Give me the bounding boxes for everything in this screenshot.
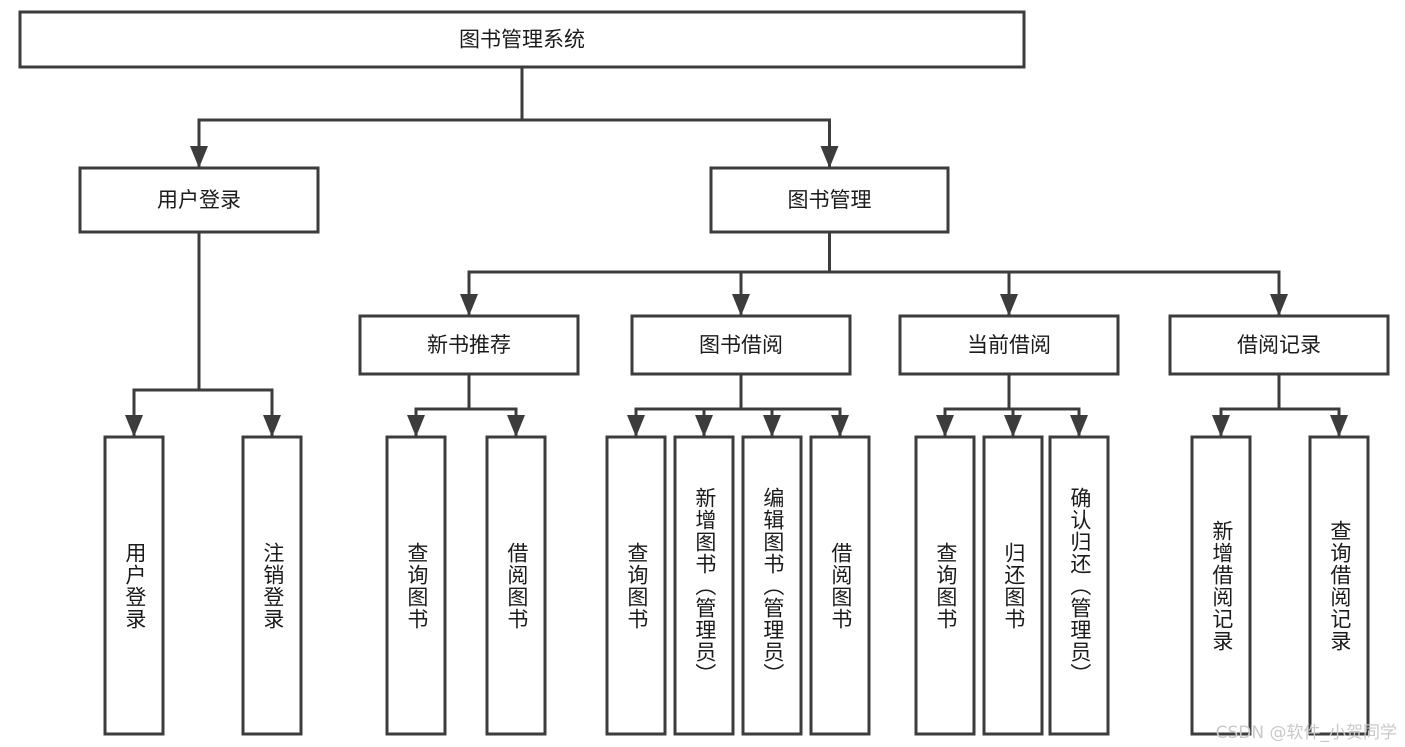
leaf-node-8[interactable] — [914, 435, 976, 736]
arrow-head — [190, 146, 208, 168]
leaf-node-0[interactable] — [103, 435, 165, 736]
leaf-node-6[interactable] — [741, 435, 803, 736]
root-node-label: 图书管理系统 — [459, 28, 585, 52]
arrow-head — [125, 415, 143, 437]
level3-node-label-1: 图书借阅 — [699, 333, 783, 357]
leaf-node-3-rect — [485, 435, 547, 736]
arrow-head — [831, 415, 849, 437]
arrow-head — [763, 415, 781, 437]
arrow-head — [460, 294, 478, 316]
level3-node-0[interactable]: 新书推荐 — [358, 314, 580, 376]
leaf-node-5[interactable] — [673, 435, 735, 736]
arrow-head — [732, 294, 750, 316]
level2-node-label-0: 用户登录 — [157, 188, 241, 212]
level3-node-3[interactable]: 借阅记录 — [1168, 314, 1390, 376]
level3-node-3-rect — [1168, 314, 1390, 376]
root-node[interactable]: 图书管理系统 — [18, 10, 1026, 69]
leaf-node-11[interactable] — [1190, 435, 1252, 736]
leaf-node-10[interactable] — [1048, 435, 1110, 736]
level3-node-1-rect — [630, 314, 852, 376]
level3-node-label-0: 新书推荐 — [427, 333, 511, 357]
arrow-head — [407, 415, 425, 437]
leaf-node-4-rect — [605, 435, 667, 736]
leaf-node-9-rect — [982, 435, 1044, 736]
arrow-head — [627, 415, 645, 437]
leaf-node-7[interactable] — [809, 435, 871, 736]
leaf-node-10-rect — [1048, 435, 1110, 736]
leaf-node-12-rect — [1308, 435, 1370, 736]
leaf-node-11-rect — [1190, 435, 1252, 736]
watermark: CSDN @软件_小贺同学 — [1215, 723, 1397, 743]
leaf-node-2[interactable] — [385, 435, 447, 736]
arrow-head — [1070, 415, 1088, 437]
arrow-head — [263, 415, 281, 437]
arrow-head — [695, 415, 713, 437]
arrow-head — [1270, 294, 1288, 316]
arrow-head — [936, 415, 954, 437]
leaf-node-12[interactable] — [1308, 435, 1370, 736]
root-node-rect — [18, 10, 1026, 69]
level2-node-1[interactable]: 图书管理 — [709, 166, 950, 234]
leaf-node-9[interactable] — [982, 435, 1044, 736]
level2-node-0-rect — [78, 166, 320, 234]
level3-node-label-2: 当前借阅 — [967, 333, 1051, 357]
arrow-head — [820, 146, 839, 168]
leaf-node-4[interactable] — [605, 435, 667, 736]
leaf-node-2-rect — [385, 435, 447, 736]
leaf-node-7-rect — [809, 435, 871, 736]
level2-node-0[interactable]: 用户登录 — [78, 166, 320, 234]
leaf-node-8-rect — [914, 435, 976, 736]
level3-node-1[interactable]: 图书借阅 — [630, 314, 852, 376]
leaf-node-6-rect — [741, 435, 803, 736]
arrow-head — [1004, 415, 1022, 437]
arrow-head — [1212, 415, 1230, 437]
level2-node-label-1: 图书管理 — [788, 188, 872, 212]
leaf-node-0-rect — [103, 435, 165, 736]
level3-node-label-3: 借阅记录 — [1237, 333, 1321, 357]
leaf-node-3[interactable] — [485, 435, 547, 736]
leaf-node-1[interactable] — [241, 435, 303, 736]
arrow-head — [507, 415, 525, 437]
level3-node-2[interactable]: 当前借阅 — [898, 314, 1120, 376]
arrow-head — [1330, 415, 1348, 437]
leaf-node-5-rect — [673, 435, 735, 736]
leaf-node-1-rect — [241, 435, 303, 736]
arrow-head — [1000, 294, 1018, 316]
